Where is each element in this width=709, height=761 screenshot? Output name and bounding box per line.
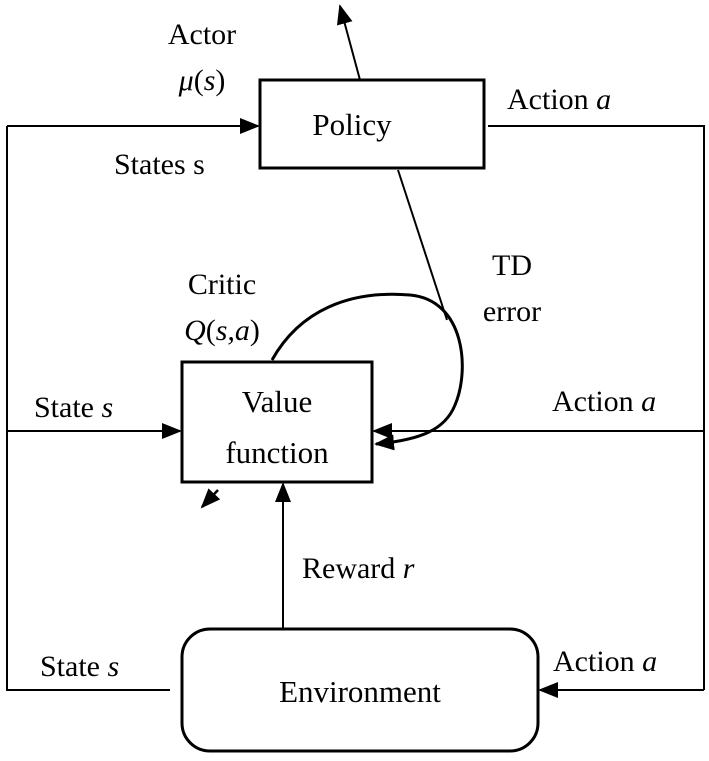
- actor-function-label: μ(s): [178, 64, 226, 97]
- env-action-label: Action a: [553, 645, 657, 678]
- environment-label: Environment: [279, 674, 441, 709]
- policy-action-label: Action a: [507, 83, 611, 116]
- td-label: TD: [492, 249, 532, 282]
- value-output-arrow: [200, 488, 221, 509]
- policy-box: [258, 78, 486, 170]
- actor-output-arrow: [336, 4, 361, 81]
- actor-label: Actor: [168, 18, 236, 51]
- value-function-label-line1: Value: [242, 384, 313, 419]
- critic-label: Critic: [188, 268, 256, 301]
- states-s-label: States s: [114, 148, 205, 181]
- state-feedback-line: [6, 126, 170, 691]
- error-label: error: [483, 295, 541, 328]
- state-to-value-label: State s: [34, 391, 113, 424]
- env-state-label: State s: [40, 650, 119, 683]
- action-line: [488, 125, 705, 690]
- td-error-line: [397, 169, 448, 321]
- value-function-label-line2: function: [225, 435, 329, 470]
- value-function-box: [180, 360, 374, 484]
- reward-label: Reward r: [302, 552, 415, 585]
- policy-label: Policy: [312, 107, 392, 142]
- critic-function-label: Q(s,a): [184, 314, 260, 347]
- action-to-value-label: Action a: [552, 385, 656, 418]
- critic-loop-curve: [270, 292, 464, 451]
